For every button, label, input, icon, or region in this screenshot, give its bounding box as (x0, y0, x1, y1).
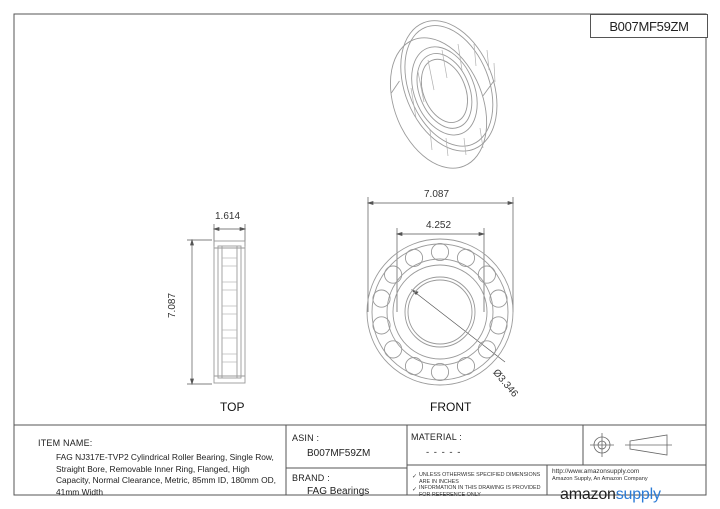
roller (489, 316, 508, 335)
roller (456, 357, 476, 376)
roller (430, 242, 450, 262)
dimension-outer-diameter-lines (366, 197, 515, 312)
brand-value: FAG Bearings (307, 486, 370, 497)
brand-label: BRAND : (292, 473, 330, 483)
dimension-height-label: 7.087 (167, 292, 178, 318)
dimension-inner-diameter-lines (395, 228, 486, 312)
roller (372, 289, 391, 308)
roller (384, 340, 403, 359)
roller (404, 357, 424, 376)
note-reference: INFORMATION IN THIS DRAWING IS PROVIDED … (419, 485, 541, 498)
note-bullet-icon: ✓ (412, 486, 417, 493)
roller (477, 265, 496, 284)
front-view (366, 197, 515, 386)
asin-label: ASIN : (292, 433, 320, 443)
roller (430, 362, 450, 382)
logo-supply-text: supply (615, 486, 661, 503)
material-label: MATERIAL : (411, 432, 463, 442)
dimension-inner-diameter-label: 4.252 (426, 220, 452, 231)
note-units: UNLESS OTHERWISE SPECIFIED DIMENSIONS AR… (419, 472, 541, 485)
front-view-label: FRONT (430, 400, 472, 414)
dimension-width-label: 1.614 (215, 211, 241, 222)
material-value: - - - - - (426, 447, 462, 458)
roller (372, 316, 391, 335)
dimension-outer-diameter-label: 7.087 (424, 189, 450, 200)
roller (489, 289, 508, 308)
projection-symbol-icon (590, 433, 672, 457)
asin-header-box: B007MF59ZM (590, 14, 708, 38)
item-name-value: FAG NJ317E-TVP2 Cylindrical Roller Beari… (56, 452, 276, 497)
sheet-border (13, 13, 707, 496)
roller (404, 248, 424, 267)
asin-value: B007MF59ZM (307, 448, 371, 459)
roller (456, 248, 476, 267)
top-view (187, 224, 247, 386)
amazon-supply-url[interactable]: http://www.amazonsupply.com (552, 468, 640, 475)
amazon-supply-logo: amazonsupply (560, 487, 661, 503)
note-bullet-icon: ✓ (412, 473, 417, 480)
top-view-label: TOP (220, 400, 245, 414)
isometric-view (389, 20, 498, 169)
item-name-label: ITEM NAME: (38, 438, 93, 448)
roller (477, 340, 496, 359)
amazon-company-text: Amazon Supply, An Amazon Company (552, 476, 648, 482)
dimension-height-lines (187, 238, 212, 386)
dimension-width-lines (212, 224, 247, 246)
logo-amazon-text: amazon (560, 486, 616, 503)
roller (384, 265, 403, 284)
